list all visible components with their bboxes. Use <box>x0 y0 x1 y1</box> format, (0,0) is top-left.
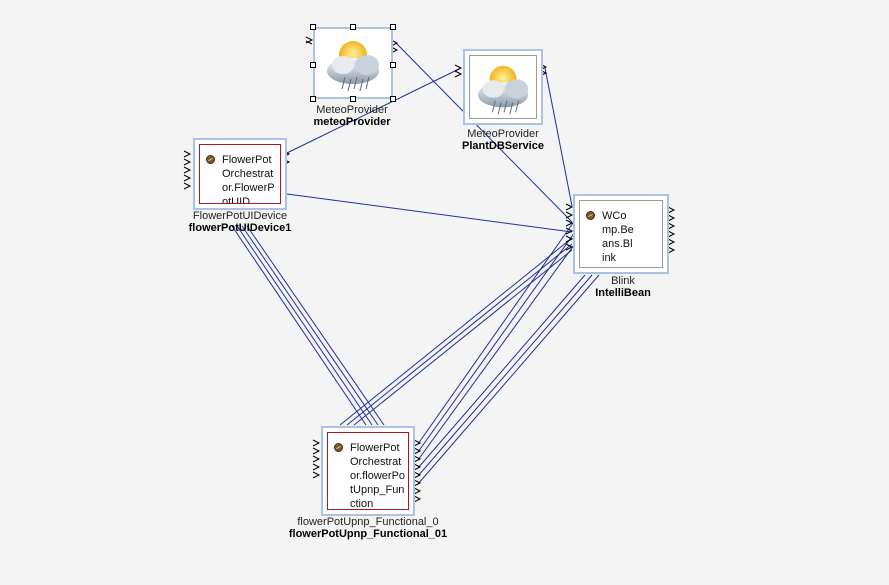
resize-handle[interactable] <box>390 62 396 68</box>
wire <box>236 225 373 426</box>
node-instance-label: flowerPotUpnp_Functional_01 <box>288 528 448 540</box>
node-instance-label: PlantDBService <box>462 140 544 152</box>
bean-class-name: WComp.Beans.Blink <box>602 210 634 264</box>
wire <box>417 274 600 485</box>
node-type-label: Blink <box>611 275 635 287</box>
resize-handle[interactable] <box>390 96 396 102</box>
wire <box>417 222 591 461</box>
weather-cloud-sun-rain-icon <box>327 41 379 92</box>
bean-icon <box>206 155 215 164</box>
bean-icon <box>334 443 343 452</box>
wire <box>417 274 593 477</box>
bean-class-name: FlowerPotOrchestrator.FlowerPotUID <box>222 154 275 204</box>
resize-handle[interactable] <box>390 24 396 30</box>
input-port <box>454 64 463 78</box>
bean-icon <box>586 211 595 220</box>
input-port <box>565 203 574 251</box>
node-instance-label: meteoProvider <box>313 116 391 128</box>
resize-handle[interactable] <box>310 24 316 30</box>
wire <box>231 225 367 426</box>
node-plantdb-service[interactable] <box>463 49 543 125</box>
wire <box>241 225 379 426</box>
input-port <box>183 150 192 190</box>
node-type-label: MeteoProvider <box>316 104 388 116</box>
input-port <box>312 439 321 479</box>
resize-handle[interactable] <box>310 96 316 102</box>
node-flowerpot-upnp-functional[interactable]: FlowerPotOrchestrator.flowerPotUpnp_Func… <box>321 426 415 516</box>
resize-handle[interactable] <box>310 62 316 68</box>
weather-cloud-sun-rain-icon <box>477 65 529 115</box>
node-meteo-provider[interactable] <box>310 24 396 102</box>
node-instance-label: flowerPotUIDevice1 <box>188 222 292 234</box>
wire <box>246 225 385 426</box>
wire <box>417 217 586 453</box>
wire <box>339 237 573 426</box>
bean-class-name: FlowerPotOrchestrator.flowerPotUpnp_Func… <box>350 442 406 510</box>
wire <box>417 212 581 445</box>
node-flowerpot-ui-device[interactable]: FlowerPotOrchestrator.FlowerPotUID <box>193 138 287 210</box>
wire <box>346 243 573 426</box>
node-instance-label: IntelliBean <box>595 287 651 299</box>
wire <box>417 274 586 469</box>
resize-handle[interactable] <box>350 24 356 30</box>
node-type-label: MeteoProvider <box>467 128 539 140</box>
wire <box>286 193 573 233</box>
node-blink[interactable]: WComp.Beans.Blink <box>573 194 669 274</box>
wire <box>353 249 573 426</box>
resize-handle[interactable] <box>350 96 356 102</box>
node-type-label: flowerPotUpnp_Functional_0 <box>297 516 439 528</box>
node-type-label: FlowerPotUIDevice <box>192 210 288 222</box>
